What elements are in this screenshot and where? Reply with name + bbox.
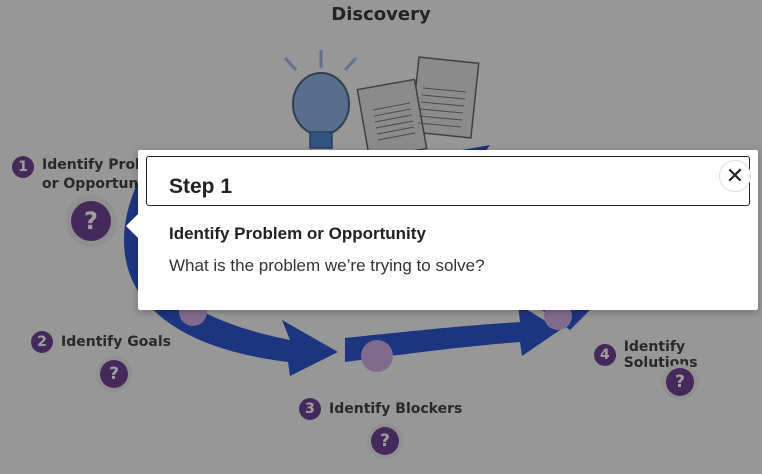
question-icon: ?	[380, 431, 390, 451]
step-2-help-button[interactable]: ?	[100, 360, 128, 388]
close-icon: ✕	[725, 163, 745, 188]
step-1-label-line1: Identify Prob	[42, 157, 146, 173]
step-3-number: 3	[299, 398, 321, 420]
step-2-number: 2	[31, 331, 53, 353]
step-4-help-button[interactable]: ?	[666, 368, 694, 396]
popover-arrow	[126, 214, 138, 238]
popover-subtitle: Identify Problem or Opportunity	[169, 224, 426, 243]
popover-header: Step 1	[146, 156, 750, 206]
step-1-help-button[interactable]: ?	[71, 201, 111, 241]
step-3-help-button[interactable]: ?	[371, 427, 399, 455]
step-2-label: 2 Identify Goals	[31, 331, 171, 353]
step-3-label-text: Identify Blockers	[329, 401, 463, 417]
step-1-number: 1	[12, 156, 34, 178]
step-4-label-text: Identify Solutions	[623, 339, 698, 371]
step-1-label-line2: or Opportunit	[42, 176, 150, 192]
step-3-label: 3 Identify Blockers	[299, 398, 462, 420]
step-popover: Step 1 ✕ Identify Problem or Opportunity…	[126, 150, 758, 310]
question-icon: ?	[84, 207, 98, 235]
question-icon: ?	[109, 364, 119, 384]
step-4-number: 4	[594, 344, 616, 366]
popover-body: What is the problem we’re trying to solv…	[169, 256, 485, 275]
diagram-title: Discovery	[331, 4, 431, 25]
popover-title: Step 1	[169, 175, 233, 198]
lightbulb-icon	[283, 50, 358, 149]
step-1-label: 1 Identify Prob or Opportunit	[12, 156, 150, 194]
document-icon	[356, 56, 480, 160]
step-4-label: 4 Identify Solutions	[594, 339, 762, 371]
close-button[interactable]: ✕	[719, 160, 751, 192]
step-2-label-text: Identify Goals	[61, 334, 171, 350]
question-icon: ?	[675, 372, 685, 392]
